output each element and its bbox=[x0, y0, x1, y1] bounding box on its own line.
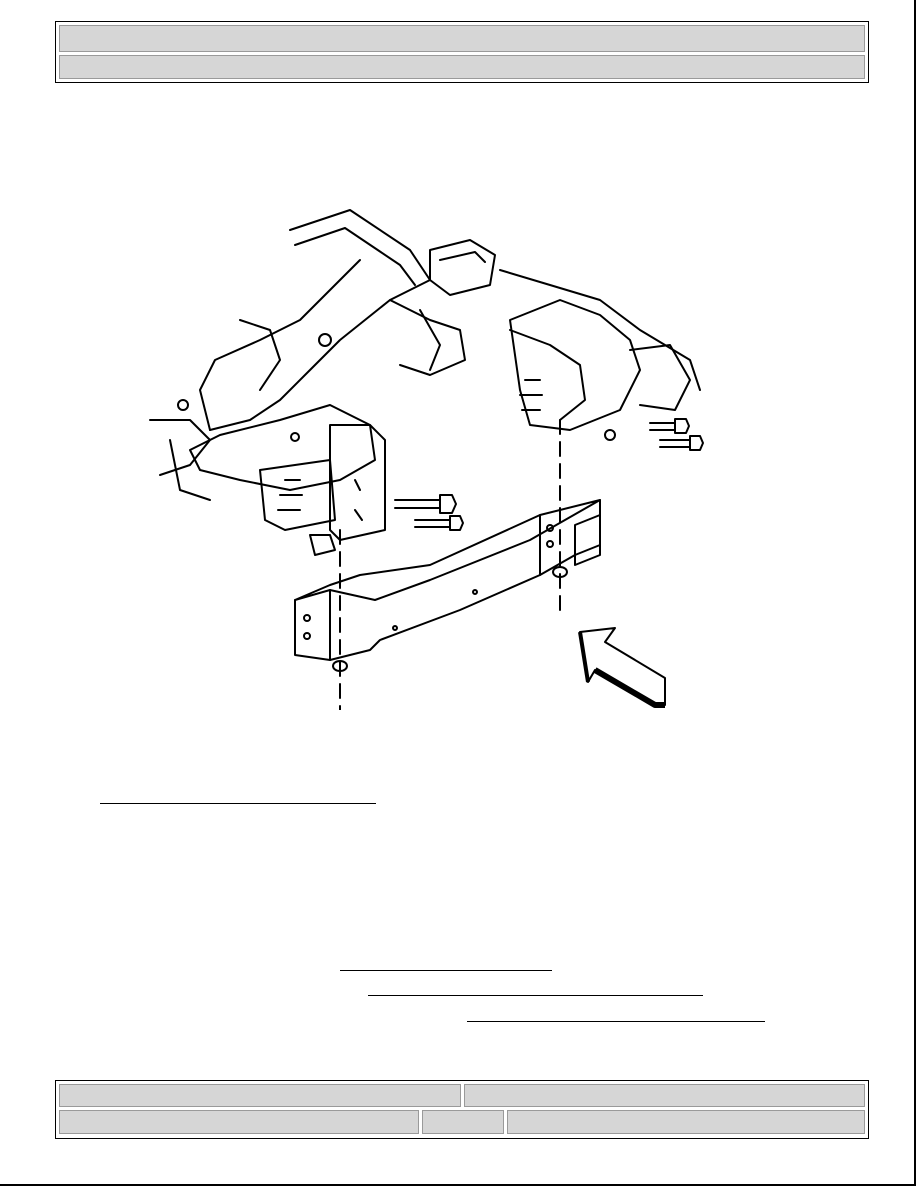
link-underline-1[interactable] bbox=[100, 803, 376, 804]
header-table bbox=[55, 21, 869, 83]
left-mount-bracket bbox=[259, 424, 386, 556]
crossmember-beam bbox=[294, 499, 601, 672]
left-frame-rail bbox=[149, 209, 431, 501]
header-row-2 bbox=[59, 55, 865, 79]
alignment-lines bbox=[339, 419, 561, 710]
crossmember-illustration bbox=[149, 209, 704, 710]
link-underline-4[interactable] bbox=[467, 1021, 765, 1022]
header-row-1 bbox=[59, 25, 865, 52]
right-frame-rail bbox=[499, 269, 701, 441]
footer-cell-b3 bbox=[507, 1110, 865, 1134]
arrow-icon bbox=[578, 627, 666, 708]
footer-cell-right bbox=[464, 1084, 865, 1107]
bolts bbox=[394, 418, 704, 531]
footer-cell-b2 bbox=[422, 1110, 504, 1134]
link-underline-2[interactable] bbox=[340, 970, 552, 971]
link-underline-3[interactable] bbox=[368, 995, 703, 996]
footer-cell-left bbox=[59, 1084, 461, 1107]
footer-table bbox=[55, 1080, 869, 1139]
footer-cell-b1 bbox=[59, 1110, 419, 1134]
center-tube bbox=[389, 239, 496, 376]
